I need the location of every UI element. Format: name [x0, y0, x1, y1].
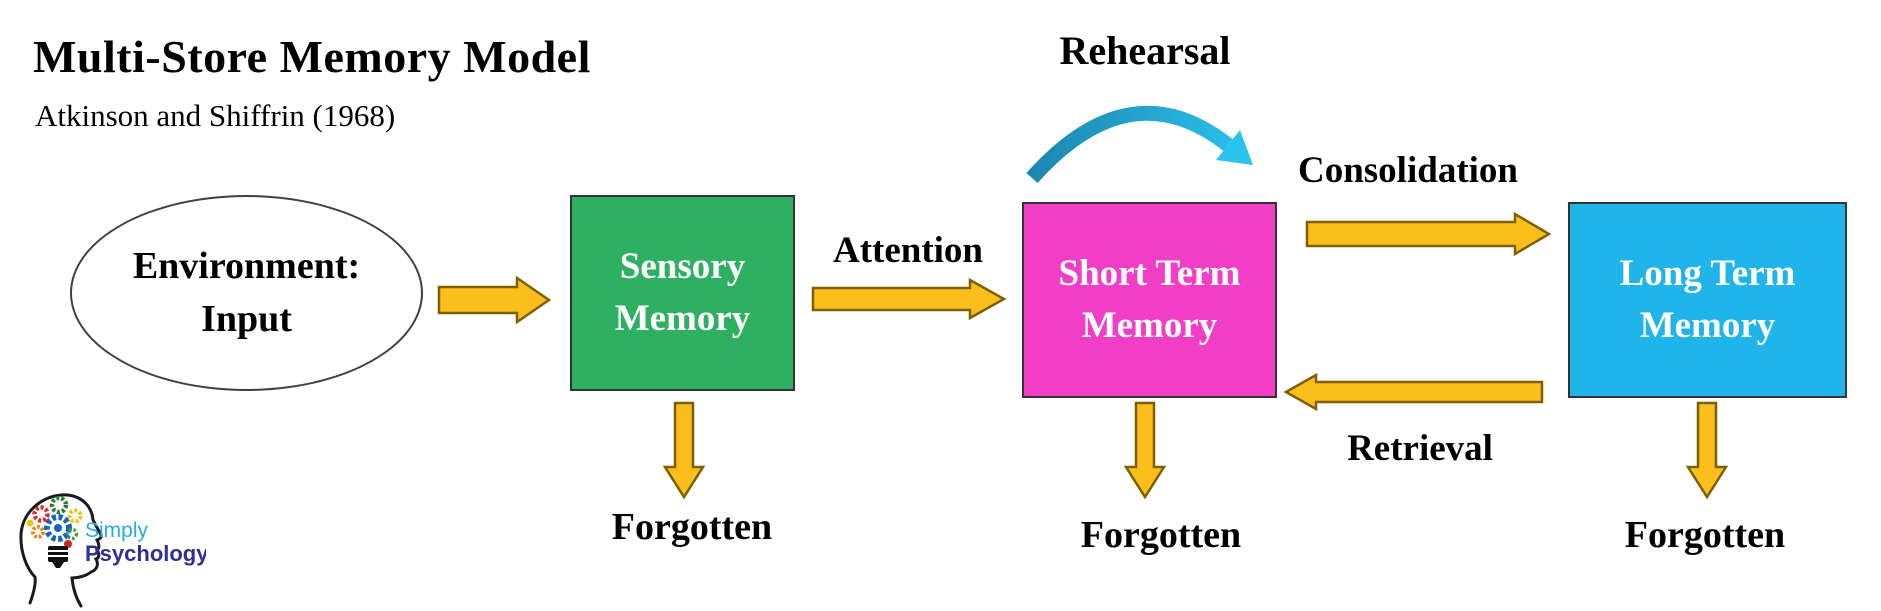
retrieval-label: Retrieval — [1347, 428, 1493, 469]
input-arrow — [437, 275, 552, 325]
long-term-memory-label-line1: Long Term — [1619, 253, 1796, 294]
short-term-memory-label-line1: Short Term — [1058, 253, 1241, 294]
consolidation-arrow — [1305, 211, 1552, 257]
lightbulb-base-icon — [48, 546, 68, 568]
rehearsal-arc-arrow — [1026, 105, 1233, 183]
logo-text-psychology: Psychology — [85, 541, 206, 566]
forgotten-arrow-sensory — [662, 401, 706, 500]
short-term-memory-label-line2: Memory — [1081, 305, 1218, 346]
attention-arrow — [811, 277, 1007, 321]
forgotten-label-long-term: Forgotten — [1624, 514, 1786, 556]
head-profile-icon — [19, 493, 103, 608]
long-term-memory-label-line2: Memory — [1639, 305, 1776, 346]
forgotten-label-short-term: Forgotten — [1080, 514, 1242, 556]
forgotten-arrow-long-term — [1685, 401, 1729, 500]
environment-label-line2: Input — [201, 298, 292, 340]
long-term-memory-node: Long Term Memory — [1568, 202, 1847, 398]
sensory-memory-label-line1: Sensory — [619, 246, 746, 287]
environment-input-node: Environment: Input — [70, 195, 423, 391]
forgotten-label-sensory: Forgotten — [611, 506, 773, 548]
logo-text-simply: Simply — [85, 519, 149, 542]
simply-psychology-logo: Simply Psychology — [19, 493, 206, 608]
attention-label: Attention — [832, 230, 984, 271]
environment-label-line1: Environment: — [132, 245, 361, 287]
rehearsal-arc-arrowhead — [1216, 130, 1253, 165]
short-term-memory-node: Short Term Memory — [1022, 202, 1277, 398]
consolidation-label: Consolidation — [1297, 150, 1518, 191]
brain-gears-icon — [26, 495, 83, 548]
rehearsal-label: Rehearsal — [1059, 28, 1231, 73]
sensory-memory-label-line2: Memory — [614, 298, 751, 339]
page-title: Multi-Store Memory Model — [33, 31, 591, 82]
retrieval-arrow — [1283, 372, 1544, 412]
page-subtitle: Atkinson and Shiffrin (1968) — [35, 98, 396, 133]
sensory-memory-node: Sensory Memory — [570, 195, 795, 391]
forgotten-arrow-short-term — [1123, 401, 1167, 500]
